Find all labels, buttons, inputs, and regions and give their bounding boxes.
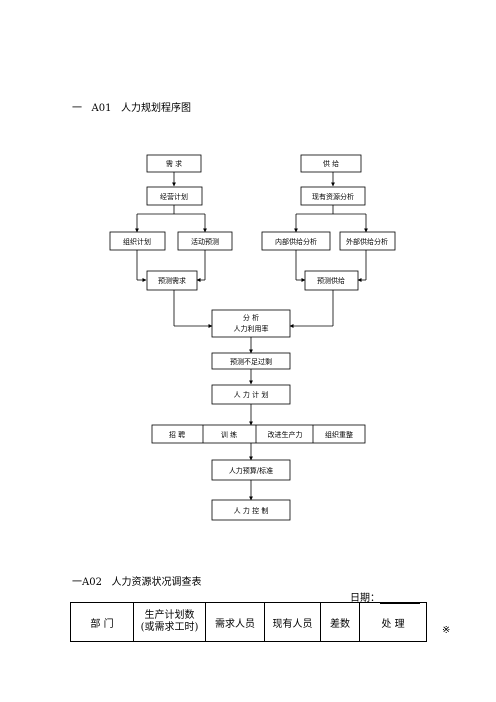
org-plan-box — [109, 231, 166, 251]
budget-label: 人力预算/标准 — [229, 466, 273, 475]
control-label: 人 力 控 制 — [234, 506, 269, 515]
internal-supply-box — [261, 231, 331, 251]
external-supply-box — [339, 231, 396, 251]
forecast-supply-label: 预测供给 — [317, 276, 345, 285]
header-required-staff: 需求人员 — [205, 602, 265, 642]
header-production-plan: 生产计划数(或需求工时) — [133, 602, 206, 642]
action-reorg-label: 组织重整 — [325, 430, 353, 439]
supply-box — [300, 154, 362, 173]
action-training-label: 训 练 — [221, 430, 237, 439]
shortage-box — [211, 352, 291, 370]
org-plan-label: 组织计划 — [123, 237, 151, 246]
header-current-staff: 现有人员 — [264, 602, 321, 642]
business-plan-box — [146, 186, 203, 206]
hr-plan-label: 人 力 计 划 — [234, 390, 269, 399]
actions-box — [151, 424, 366, 444]
analysis-label-1: 分 析 — [243, 313, 259, 322]
table-header-row: 部 门 生产计划数(或需求工时) 需求人员 现有人员 差数 处 理 — [70, 602, 427, 642]
budget-box — [211, 459, 291, 481]
header-handling: 处 理 — [359, 602, 427, 642]
header-difference: 差数 — [320, 602, 360, 642]
forecast-demand-box — [146, 270, 198, 291]
analysis-box — [211, 309, 291, 338]
external-supply-label: 外部供给分析 — [346, 237, 388, 246]
hr-plan-box — [211, 384, 291, 405]
hr-planning-flowchart: 需 求 经营计划 组织计划 活动预测 预测需求 供 给 现有资源分析 内部供给分… — [109, 154, 396, 521]
action-productivity-label: 改进生产力 — [268, 430, 303, 439]
forecast-supply-box — [304, 270, 359, 291]
analysis-label-2: 人力利用率 — [234, 324, 269, 333]
activity-forecast-box — [177, 231, 233, 251]
internal-supply-label: 内部供给分析 — [275, 237, 317, 246]
action-recruit-label: 招 聘 — [169, 430, 185, 439]
note-mark: ※ — [442, 625, 451, 636]
header-department: 部 门 — [70, 602, 134, 642]
activity-forecast-label: 活动预测 — [191, 237, 219, 246]
business-plan-label: 经营计划 — [160, 192, 188, 201]
forecast-demand-label: 预测需求 — [158, 276, 186, 285]
section-a02-title: 一A02 人力资源状况调查表 — [72, 577, 202, 588]
demand-label: 需 求 — [166, 159, 182, 168]
shortage-label: 预测不足过剩 — [230, 357, 272, 366]
demand-box — [146, 154, 202, 173]
supply-label: 供 给 — [323, 159, 339, 168]
hr-status-survey-table: 部 门 生产计划数(或需求工时) 需求人员 现有人员 差数 处 理 — [70, 602, 427, 642]
section-a01-title: 一 A01 人力规划程序图 — [72, 103, 192, 114]
existing-analysis-box — [300, 186, 366, 206]
existing-analysis-label: 现有资源分析 — [312, 192, 354, 201]
control-box — [211, 499, 291, 521]
